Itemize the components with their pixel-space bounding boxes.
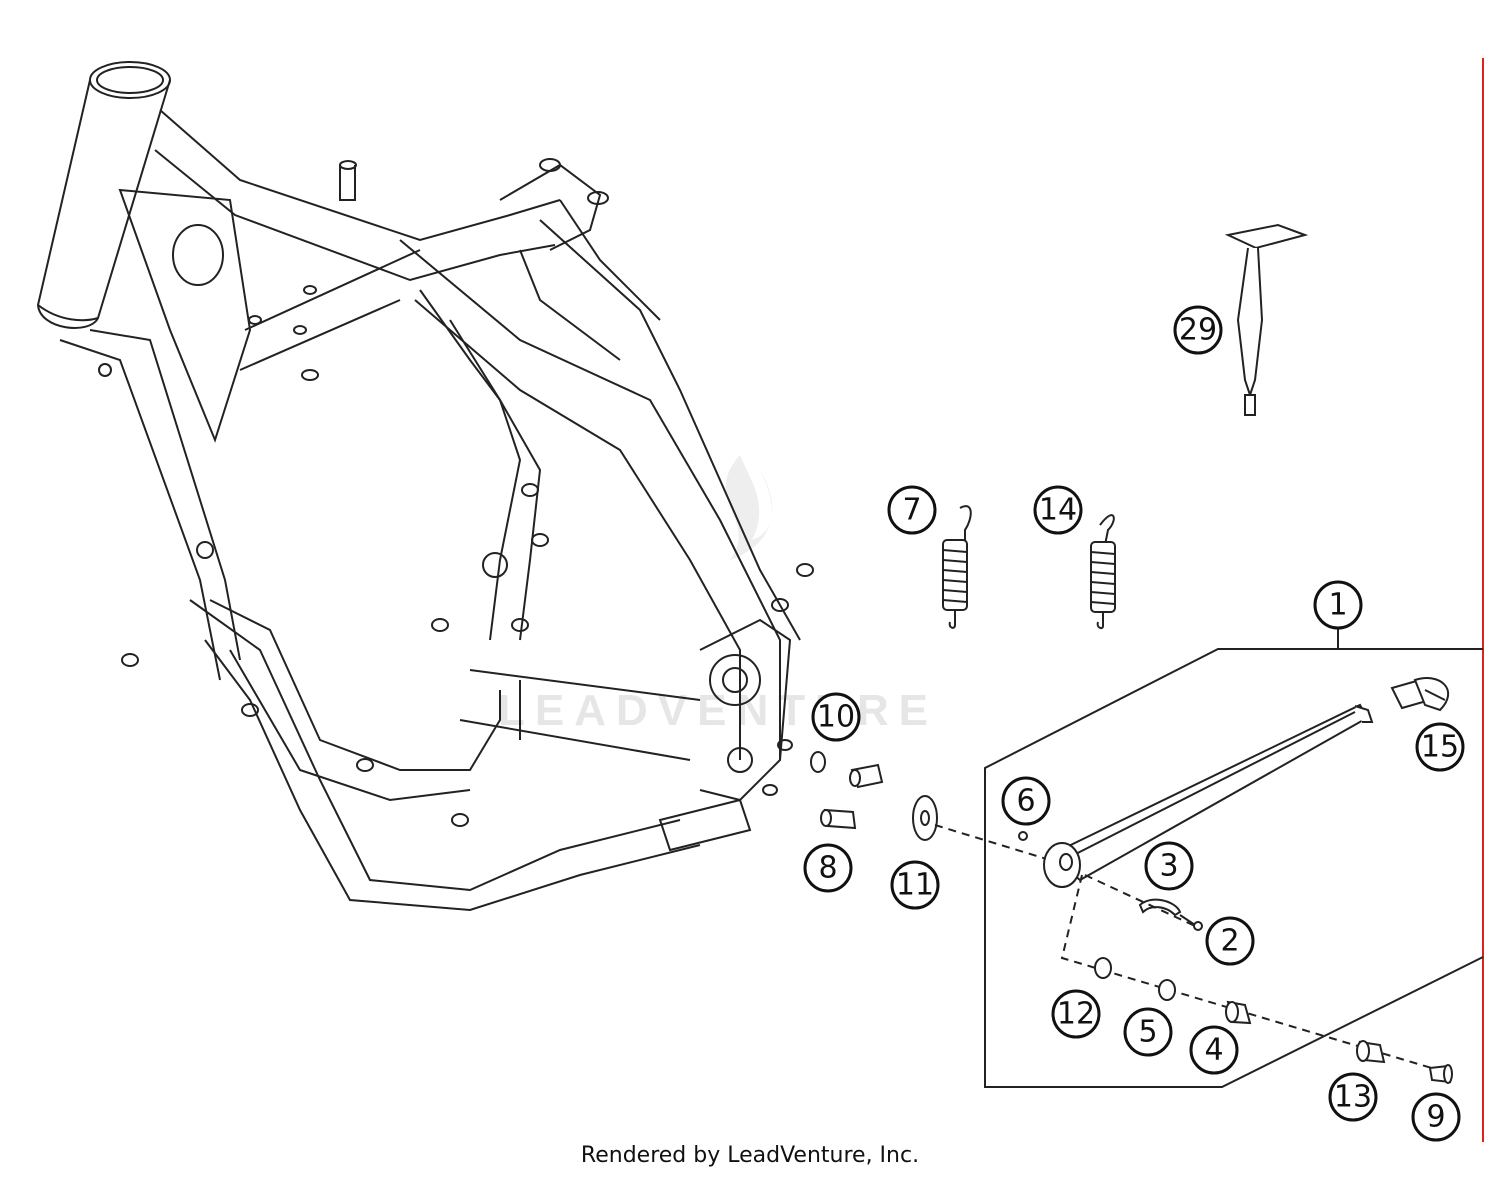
callout-9: 9 bbox=[1411, 1092, 1461, 1142]
part-9-bolt bbox=[1428, 1064, 1453, 1084]
callout-14-label: 14 bbox=[1039, 493, 1077, 528]
callout-15: 15 bbox=[1415, 722, 1465, 772]
callout-3: 3 bbox=[1144, 841, 1194, 891]
part-axis-dashed-line bbox=[1060, 874, 1446, 1073]
callout-4: 4 bbox=[1189, 1025, 1239, 1075]
part-29-tool bbox=[1224, 223, 1309, 416]
motorcycle-frame bbox=[36, 61, 814, 912]
callout-5-label: 5 bbox=[1138, 1015, 1157, 1050]
callout-12-label: 12 bbox=[1057, 997, 1095, 1032]
callout-15-label: 15 bbox=[1421, 730, 1459, 765]
callout-3-label: 3 bbox=[1159, 849, 1178, 884]
part-11-washer bbox=[912, 795, 1051, 861]
callout-5: 5 bbox=[1123, 1007, 1173, 1057]
callout-8-label: 8 bbox=[818, 851, 837, 886]
callout-11: 11 bbox=[890, 860, 940, 910]
watermark-flame-icon bbox=[725, 455, 773, 560]
callout-8: 8 bbox=[803, 843, 853, 893]
callout-6-label: 6 bbox=[1016, 784, 1035, 819]
callout-10-label: 10 bbox=[817, 700, 855, 735]
part-2-clip-bolt bbox=[1084, 874, 1203, 931]
callouts: 1 2 3 4 5 6 7 8 bbox=[803, 305, 1465, 1142]
callout-29: 29 bbox=[1173, 305, 1223, 355]
part-7-spring bbox=[942, 505, 972, 629]
callout-13-label: 13 bbox=[1334, 1080, 1372, 1115]
callout-4-label: 4 bbox=[1204, 1033, 1223, 1068]
part-14-spring bbox=[1090, 514, 1116, 630]
callout-1: 1 bbox=[1313, 580, 1363, 630]
callout-14: 14 bbox=[1033, 485, 1083, 535]
callout-29-label: 29 bbox=[1179, 313, 1217, 348]
callout-2-label: 2 bbox=[1220, 924, 1239, 959]
callout-11-label: 11 bbox=[896, 868, 934, 903]
part-12-ring bbox=[1094, 957, 1112, 979]
part-5-ring bbox=[1158, 979, 1176, 1001]
part-13-bushing bbox=[1356, 1040, 1386, 1064]
part-1-group-box bbox=[984, 627, 1484, 1088]
callout-10: 10 bbox=[811, 692, 861, 742]
callout-7: 7 bbox=[887, 485, 937, 535]
watermark: LEADVENTURE bbox=[498, 455, 938, 735]
callout-9-label: 9 bbox=[1426, 1100, 1445, 1135]
part-4-bushing bbox=[1225, 1000, 1252, 1025]
part-10-ring bbox=[810, 751, 884, 789]
callout-7-label: 7 bbox=[902, 493, 921, 528]
callout-12: 12 bbox=[1051, 989, 1101, 1039]
part-6-screw bbox=[1018, 831, 1028, 841]
callout-1-label: 1 bbox=[1328, 588, 1347, 623]
callout-6: 6 bbox=[1001, 776, 1051, 826]
part-3-side-stand bbox=[1043, 703, 1374, 888]
callout-2: 2 bbox=[1205, 916, 1255, 966]
part-15-rubber-foot bbox=[1390, 677, 1450, 712]
watermark-text: LEADVENTURE bbox=[498, 686, 938, 735]
callout-13: 13 bbox=[1328, 1072, 1378, 1122]
part-8-bushing bbox=[820, 808, 857, 830]
rendered-by-caption: Rendered by LeadVenture, Inc. bbox=[580, 1143, 920, 1168]
